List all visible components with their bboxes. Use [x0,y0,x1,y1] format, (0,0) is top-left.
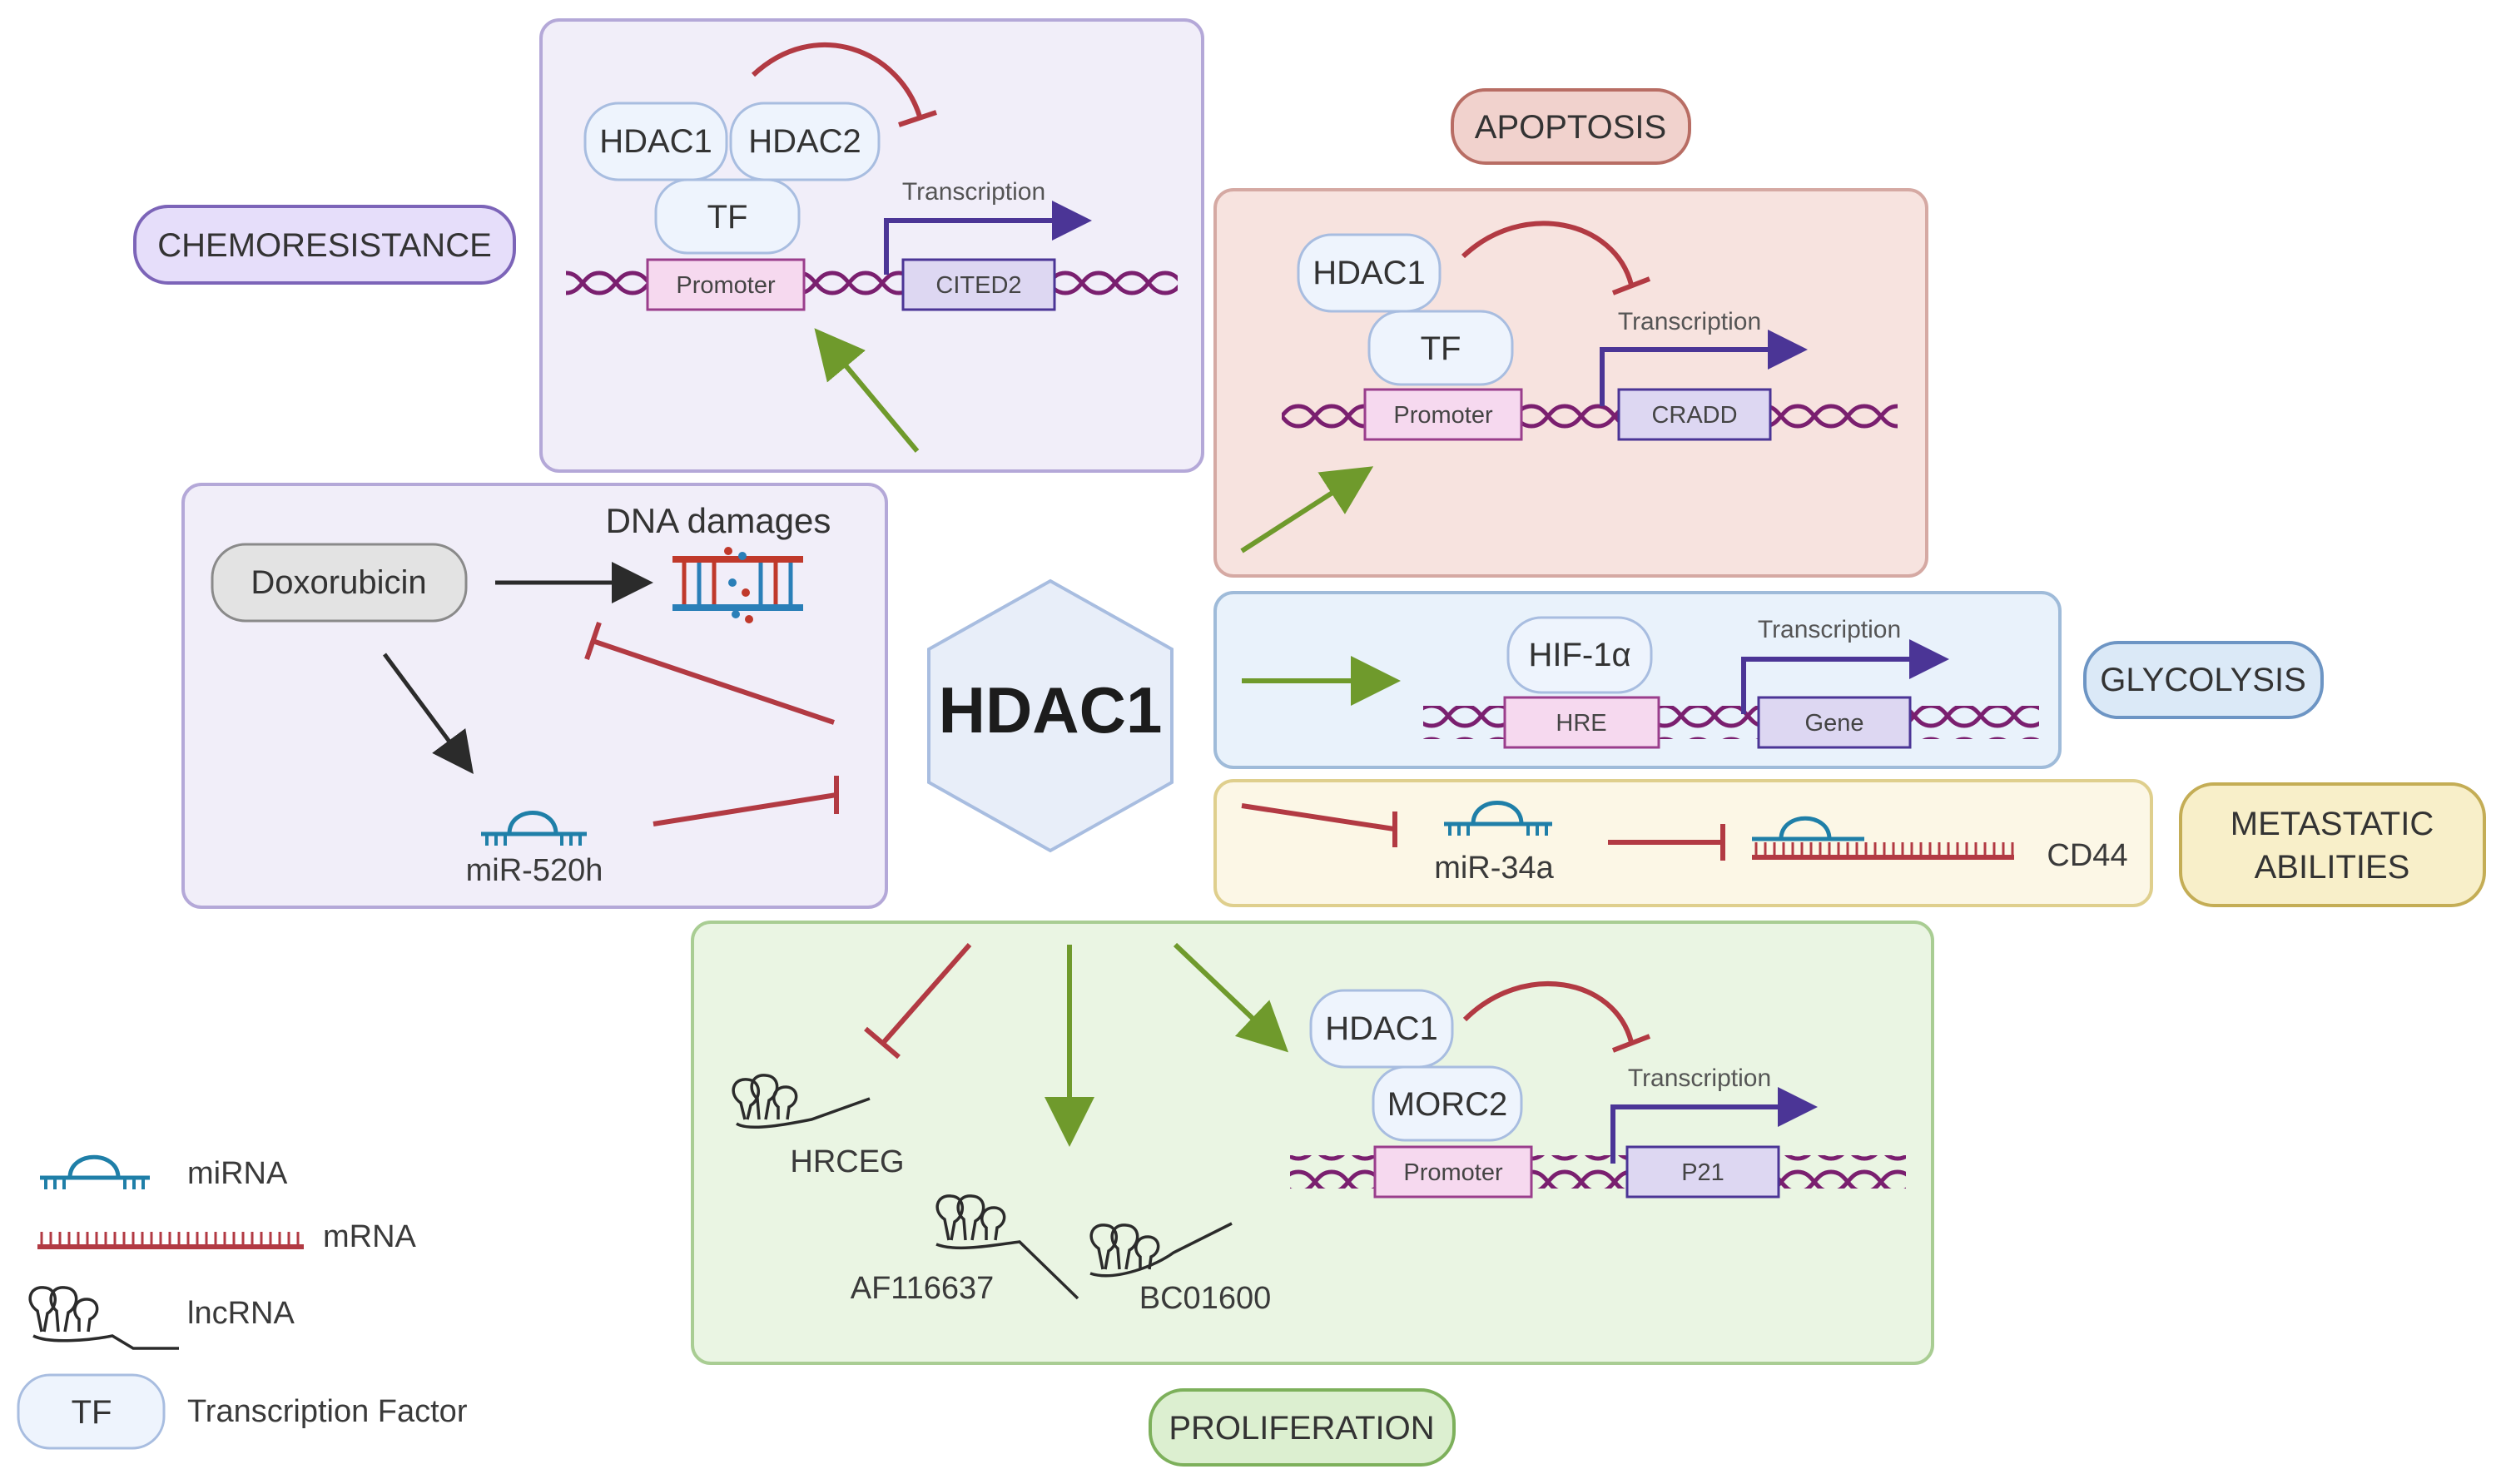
apoptosis-tf-label: TF [1421,330,1461,367]
glycolysis-transcription-label: Transcription [1758,616,1901,643]
hrceg-lncrna-icon [732,1074,871,1129]
cd44-label: CD44 [2047,838,2127,873]
legend-mrna-ticks [40,1232,300,1247]
doxorubicin-label: Doxorubicin [251,564,426,601]
apoptosis-tf-pill [1367,310,1514,386]
mir520h-inhibit-hdac1 [653,792,837,826]
apoptosis-promoter-label: Promoter [1393,402,1493,429]
hdac1-inhibit-hrceg [881,943,972,1044]
hdac1-inhibit-dna-damage-bar [584,622,602,660]
af116637-label: AF116637 [851,1271,995,1306]
hre-box [1503,696,1660,749]
apoptosis-transcription-label: Transcription [1618,308,1761,335]
hre-label: HRE [1556,710,1606,737]
glycolysis-label: GLYCOLYSIS [2100,662,2306,698]
chemo-hdac2-pill [729,102,881,181]
mir34a-icon [1444,801,1552,836]
apoptosis-inhibit-arc [1461,221,1634,285]
hdac1-inhibit-dna-damage [592,638,835,725]
center-label: HDAC1 [939,673,1163,747]
hif1a-label: HIF-1α [1528,637,1630,673]
chemo-tf-pill [654,178,801,255]
apoptosis-gene-label: CRADD [1651,402,1737,429]
doxorubicin-to-mir520h-arrow [382,653,474,775]
mir34a-label: miR-34a [1434,851,1554,886]
legend-lncrna-icon [28,1286,179,1350]
chemo-transcription-label: Transcription [902,178,1045,206]
metastatic-label-line1: METASTATIC [2231,806,2434,842]
hdac1-activate-morc2 [1173,942,1289,1053]
chemo-hdac1-label: HDAC1 [599,123,712,160]
prolif-hdac1-pill [1309,989,1454,1069]
glycolysis-label-pill [2083,641,2324,719]
glycolysis-gene-label: Gene [1805,710,1864,737]
proliferation-label-pill [1149,1388,1456,1467]
chemo-promoter-box [646,258,806,311]
apoptosis-hdac1-label: HDAC1 [1313,255,1426,291]
legend-tf-pill [17,1373,166,1450]
p21-gene-label: P21 [1681,1159,1724,1186]
apoptosis-gene-box [1617,388,1772,441]
legend-mirna-icon [40,1154,150,1189]
prolif-hdac1-label: HDAC1 [1325,1010,1438,1047]
legend: miRNA mRNA lncRNA TF Transcription Facto… [17,1154,468,1450]
chemo-hdac1-pill [583,102,728,181]
chemo-promoter-label: Promoter [676,272,776,299]
hdac1-hexagon [927,578,1174,853]
chemo-tf-label: TF [707,199,748,236]
proliferation-inhibit-arc [1462,981,1634,1043]
chemo-top-inhibit-arc [751,42,922,117]
morc2-pill [1372,1065,1523,1142]
chemo-top-inhibit-bar [898,110,937,127]
cd44-mrna-ticks [1754,842,2014,857]
chemo-gene-label: CITED2 [935,272,1021,299]
chemoresistance-top-panel [539,18,1204,473]
mir520h-icon [481,811,587,846]
legend-mrna-label: mRNA [323,1219,417,1254]
metastatic-label-line2: ABILITIES [2255,849,2410,886]
mir520h-label: miR-520h [466,853,603,888]
apoptosis-hdac1-pill [1297,233,1442,313]
hdac1-inhibit-hrceg-bar [864,1026,901,1060]
hdac1-activate-apoptosis [1240,466,1374,553]
chemoresistance-label: CHEMORESISTANCE [157,227,492,264]
proliferation-inhibit-bar [1611,1034,1651,1053]
dna-damage-icon [672,547,803,623]
chemoresistance-label-pill [133,205,516,285]
bc01600-label: BC01600 [1139,1281,1271,1316]
proliferation-panel [691,921,1934,1365]
apoptosis-promoter-box [1363,388,1523,441]
proliferation-label: PROLIFERATION [1169,1410,1434,1447]
proliferation-transcription-label: Transcription [1628,1065,1771,1092]
legend-tf-description: Transcription Factor [187,1394,468,1429]
legend-tf-label: TF [72,1394,112,1431]
dna-damages-label: DNA damages [606,501,831,540]
doxorubicin-pill [211,543,468,623]
prolif-promoter-label: Promoter [1403,1159,1503,1186]
chemo-top-activate-arrow [814,328,920,453]
apoptosis-label: APOPTOSIS [1475,109,1666,146]
glycolysis-gene-box [1757,696,1912,749]
apoptosis-transcription-arrow [1600,330,1808,406]
glycolysis-transcription-arrow [1741,639,1949,714]
hdac1-inhibit-mir34a [1241,803,1395,831]
hif1a-pill [1506,616,1653,694]
legend-lncrna-label: lncRNA [187,1296,295,1331]
prolif-promoter-box [1373,1145,1533,1199]
chemo-transcription-arrow [884,201,1092,275]
morc2-label: MORC2 [1387,1086,1507,1123]
proliferation-transcription-arrow [1610,1087,1818,1164]
bc01600-lncrna-icon [1089,1222,1233,1278]
metastatic-label-pill [2179,782,2486,907]
apoptosis-label-pill [1451,88,1691,165]
apoptosis-inhibit-bar [1611,276,1651,295]
af116637-lncrna-icon [935,1194,1079,1300]
chemo-gene-box [901,258,1056,311]
chemo-hdac2-label: HDAC2 [748,123,861,160]
p21-gene-box [1625,1145,1780,1199]
hrceg-label: HRCEG [790,1144,904,1179]
legend-mirna-label: miRNA [187,1156,288,1191]
